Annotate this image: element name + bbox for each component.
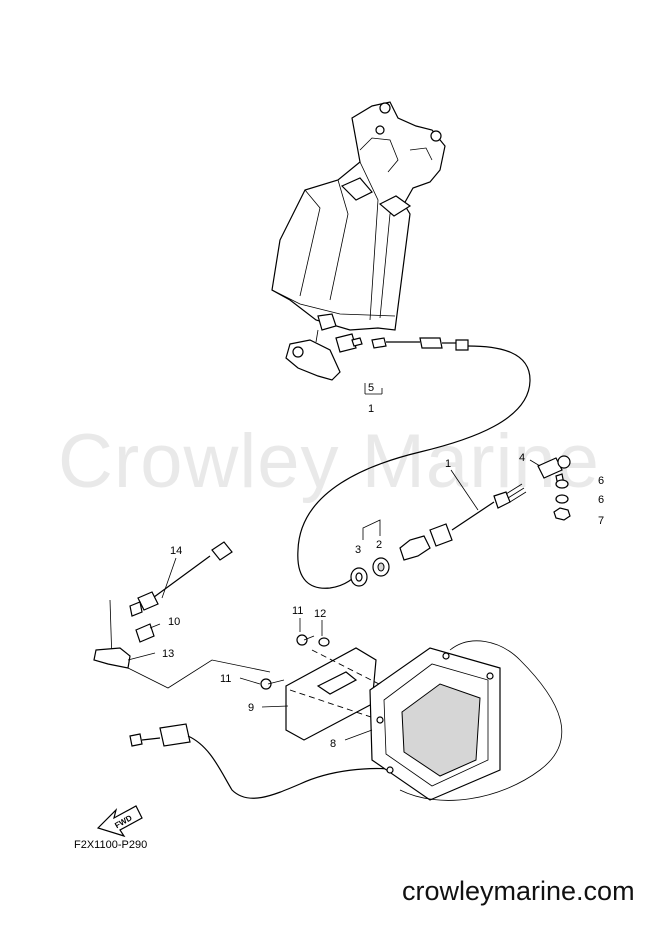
callout-8: 8	[330, 738, 336, 750]
website-label: crowleymarine.com	[402, 876, 635, 906]
leader-lines	[127, 383, 541, 741]
callout-6a: 6	[598, 475, 604, 487]
callout-1: 1	[445, 458, 451, 470]
callout-1-top: 1	[368, 403, 374, 415]
callout-11a: 11	[292, 605, 303, 617]
sensor-assembly	[93, 541, 401, 799]
callout-11b: 11	[220, 673, 231, 685]
forward-arrow-icon: FWD	[96, 805, 143, 838]
callout-9: 9	[248, 702, 254, 714]
callout-4: 4	[519, 452, 525, 464]
callout-12: 12	[314, 608, 326, 620]
watermark: Crowley Marine	[58, 419, 600, 504]
callout-2: 2	[376, 539, 382, 551]
hardware	[350, 479, 571, 587]
steering-cable	[297, 333, 571, 589]
callout-10: 10	[168, 616, 180, 628]
callouts: 1 5 1 2 3 4 6 6 7 8 9 10 11 11 12 13 14	[162, 382, 604, 750]
callout-13: 13	[162, 648, 174, 660]
callout-14: 14	[170, 545, 182, 557]
callout-7: 7	[598, 515, 604, 527]
diagram-code: F2X1100-P290	[74, 839, 148, 851]
callout-5: 5	[368, 382, 374, 394]
jet-pump-housing	[271, 101, 446, 381]
control-box	[369, 640, 563, 801]
callout-3: 3	[355, 544, 361, 556]
callout-6b: 6	[598, 494, 604, 506]
